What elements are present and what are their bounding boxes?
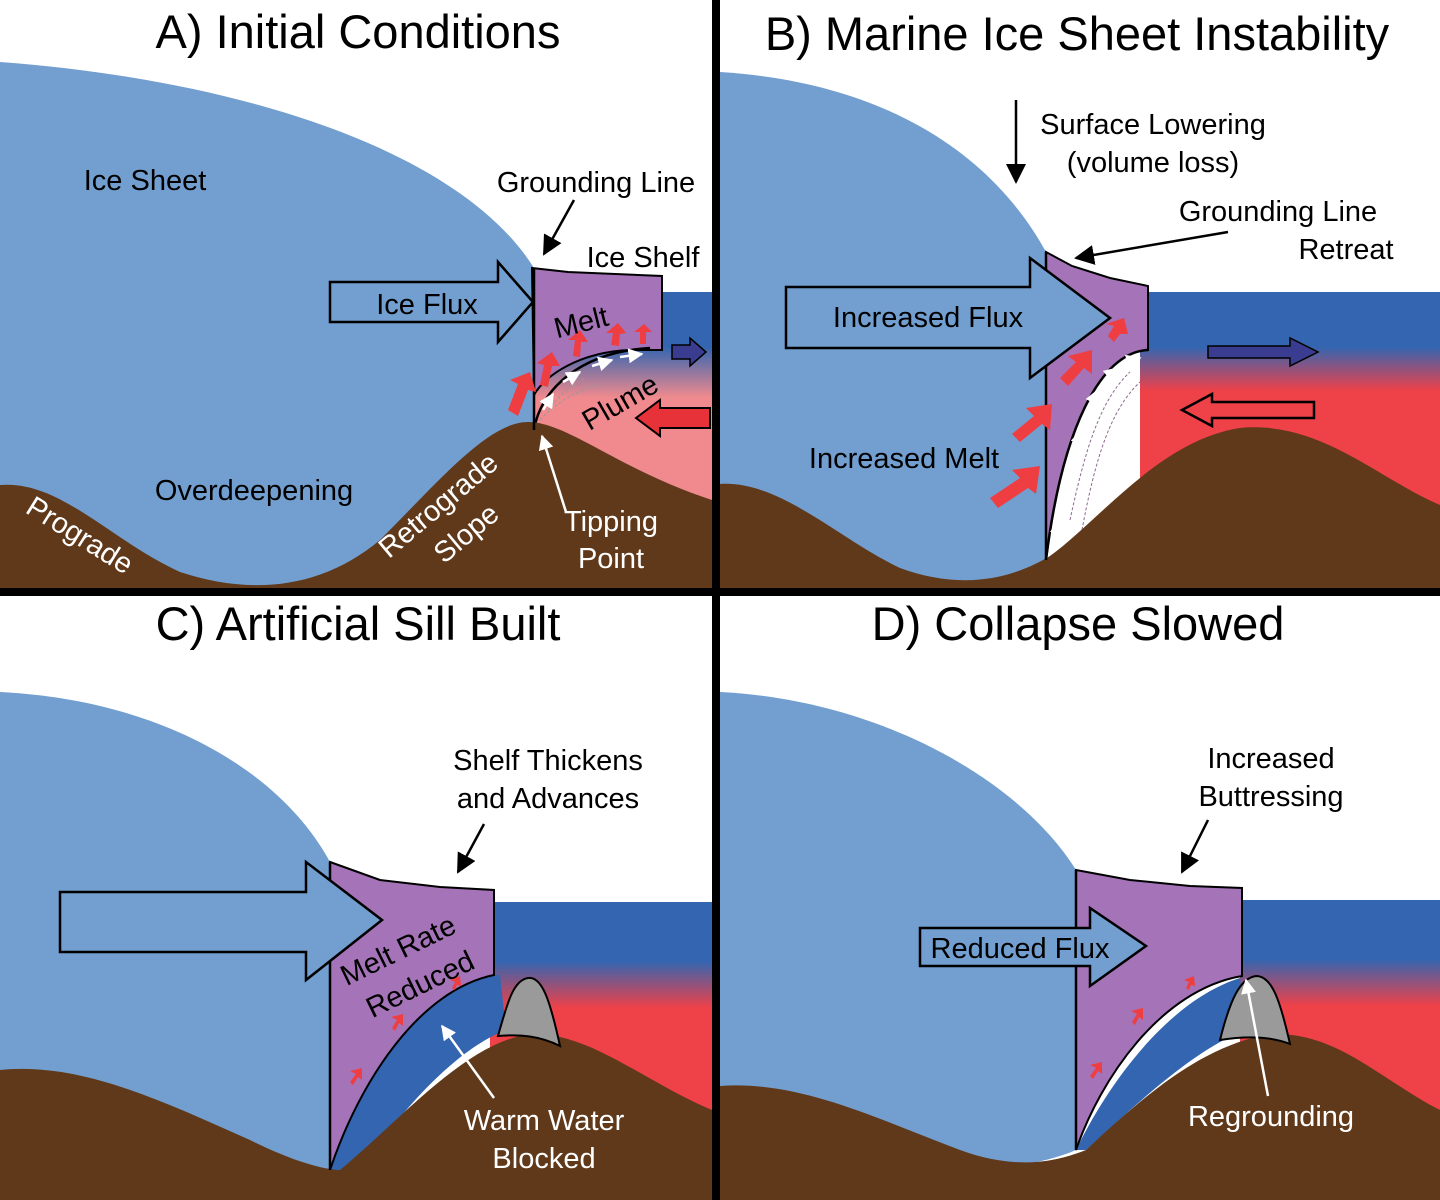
melt-arrows [990, 318, 1128, 508]
panel-d-title: D) Collapse Slowed [872, 597, 1285, 650]
warm-inflow-arrow [634, 398, 711, 438]
surface-lowering-label: Surface Lowering [1040, 109, 1266, 141]
blocked-water [330, 975, 506, 1170]
increased-label: Increased [1207, 743, 1334, 775]
plume-flow-arrows [539, 348, 644, 411]
panel-a-title: A) Initial Conditions [156, 5, 561, 58]
panel-d: D) Collapse Slowed Increased Buttressing… [720, 597, 1440, 1200]
retreat-label: Retreat [1298, 234, 1393, 266]
divider-vertical [712, 0, 720, 1200]
grounding-line-retreat-label: Grounding Line [1179, 196, 1377, 228]
panel-c: C) Artificial Sill Built Shelf Thickens … [0, 597, 712, 1200]
point-label: Point [578, 543, 644, 575]
buttressing-label: Buttressing [1198, 781, 1343, 813]
warm-inflow-arrow [1179, 391, 1316, 429]
and-advances-label: and Advances [457, 783, 639, 815]
regrounding-label: Regrounding [1188, 1101, 1354, 1133]
cold-outflow-arrow [1207, 336, 1320, 368]
ice-sheet-label: Ice Sheet [84, 165, 207, 197]
warm-water-label: Warm Water [464, 1105, 625, 1137]
melt-arrows [1090, 976, 1195, 1079]
blocked-water [1076, 978, 1246, 1150]
ice-shelf [530, 266, 663, 399]
panel-b: B) Marine Ice Sheet Instability Surface … [720, 7, 1440, 588]
plume-flow-arrows [1049, 354, 1142, 541]
melt-arrows [508, 323, 652, 416]
overdeepening-label: Overdeepening [155, 475, 353, 507]
artificial-sill [496, 976, 562, 1048]
ice-flux-arrow [328, 258, 535, 346]
bedrock [0, 1034, 712, 1200]
panel-a: A) Initial Conditions Ice Sheet Groundin… [0, 5, 712, 588]
bedrock [720, 1034, 1440, 1200]
cold-outflow-arrow [671, 336, 708, 368]
volume-loss-label: (volume loss) [1067, 147, 1239, 179]
panel-c-title: C) Artificial Sill Built [156, 597, 561, 650]
artificial-sill [1218, 974, 1292, 1046]
bedrock [0, 421, 712, 588]
grounding-line-label: Grounding Line [497, 167, 695, 199]
increased-flux-arrow [784, 255, 1113, 381]
blocked-label: Blocked [492, 1143, 595, 1175]
shelf-thickens-label: Shelf Thickens [453, 745, 643, 777]
bedrock [720, 427, 1440, 588]
increased-melt-label: Increased Melt [809, 443, 999, 475]
increased-flux-label: Increased Flux [833, 302, 1024, 334]
ice-shelf [329, 860, 495, 1171]
plume-boundary [1044, 348, 1149, 561]
ice-shelf-label: Ice Shelf [587, 242, 701, 274]
reduced-flux-arrow [918, 905, 1149, 989]
ice-sheet-body [720, 692, 1076, 1172]
divider-horizontal [0, 588, 1440, 596]
melt-arrows [350, 976, 461, 1085]
ice-sheet-body [0, 62, 534, 588]
tipping-label: Tipping [564, 506, 658, 538]
reduced-flux-label: Reduced Flux [931, 933, 1110, 965]
panel-b-title: B) Marine Ice Sheet Instability [765, 7, 1390, 60]
ice-flux-arrow [58, 859, 385, 983]
ice-flux-label: Ice Flux [376, 289, 478, 321]
